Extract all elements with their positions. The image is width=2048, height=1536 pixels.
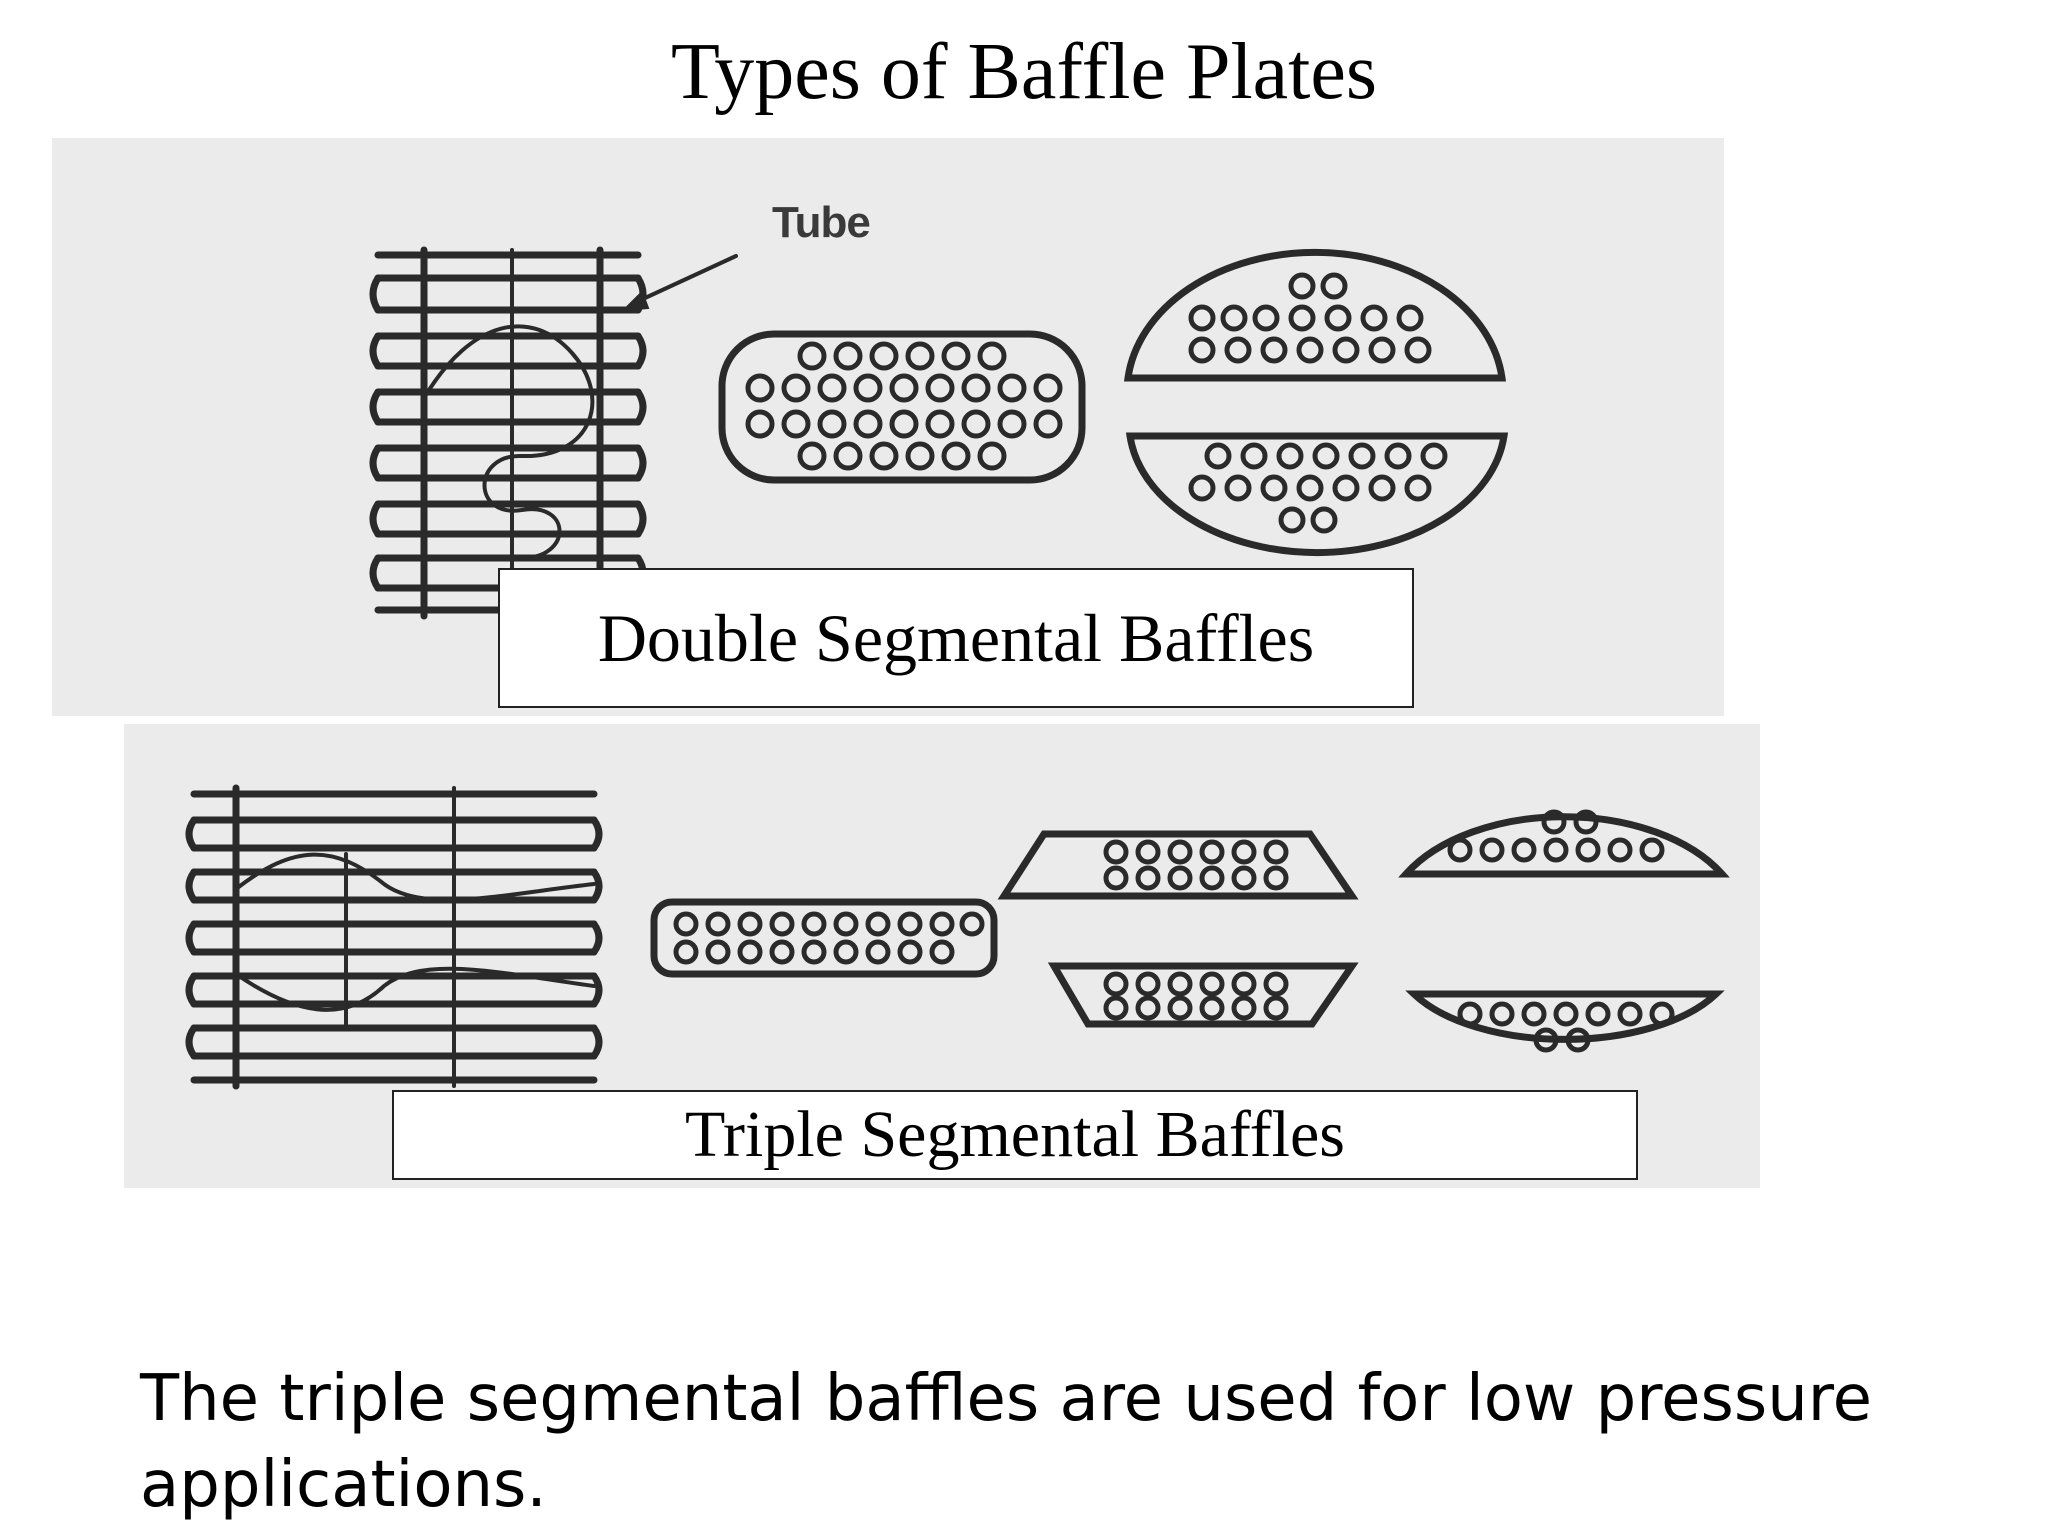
triple-center-plate bbox=[650, 898, 998, 978]
slide-title: Types of Baffle Plates bbox=[670, 28, 1378, 116]
triple-outer-plates bbox=[1398, 809, 1730, 1053]
tube-label: Tube bbox=[772, 198, 871, 247]
double-segmental-caption: Double Segmental Baffles bbox=[498, 568, 1414, 708]
double-segmental-drawing bbox=[369, 246, 1509, 620]
triple-side-view bbox=[185, 784, 603, 1090]
triple-segmental-caption: Triple Segmental Baffles bbox=[392, 1090, 1638, 1180]
description-text: The triple segmental baffles are used fo… bbox=[140, 1362, 1873, 1522]
double-center-plate bbox=[718, 330, 1086, 484]
double-segment-plates bbox=[1123, 248, 1509, 557]
double-side-view bbox=[369, 246, 647, 620]
triple-segmental-drawing bbox=[185, 784, 1730, 1090]
triple-middle-plates bbox=[997, 830, 1359, 1028]
